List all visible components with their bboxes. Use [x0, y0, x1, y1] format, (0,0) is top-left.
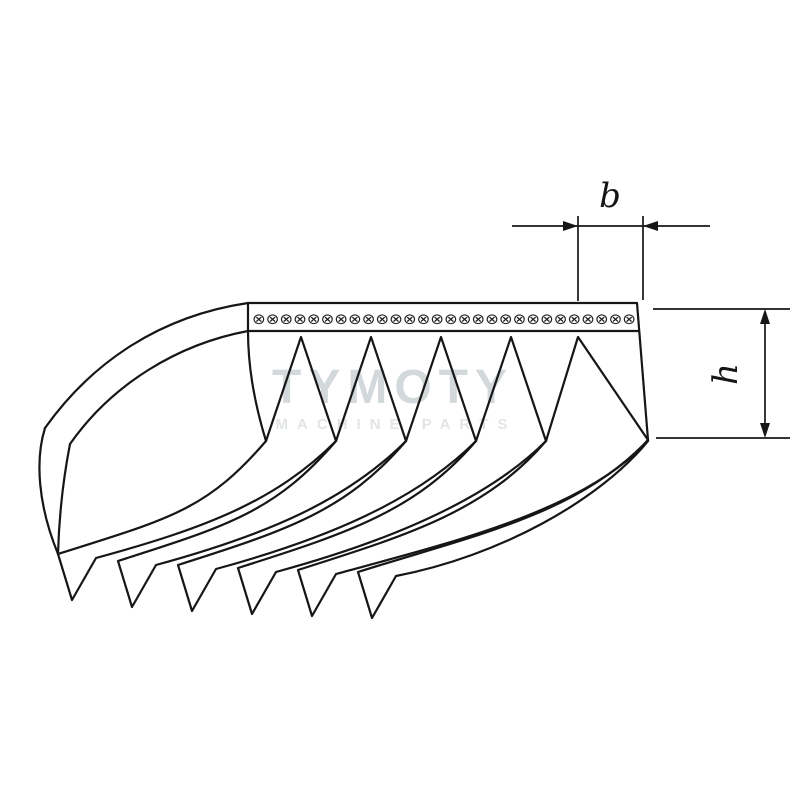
dim-h-label: h [706, 363, 746, 385]
rib-ribbon [116, 439, 408, 609]
belt-left-end-curve [38, 426, 60, 556]
belt-cross-section: ⊗⊗⊗⊗⊗⊗⊗⊗⊗⊗⊗⊗⊗⊗⊗⊗⊗⊗⊗⊗⊗⊗⊗⊗⊗⊗⊗⊗ [246, 301, 650, 443]
dimension-h-group: h [653, 308, 790, 439]
rib-ribbon [176, 439, 478, 613]
belt-band-bottom-curve [68, 329, 250, 446]
rib-ribbon [236, 439, 548, 616]
watermark: TYMOTY MACHINE PARTS [272, 361, 517, 433]
dim-b-arrow-right [643, 221, 658, 231]
dim-b-arrow-left [563, 221, 578, 231]
belt-face-fill [248, 303, 648, 441]
belt-rib-sweep [38, 301, 650, 620]
dim-h-arrow-bottom [760, 423, 770, 438]
belt-top-edge-curve [43, 301, 250, 430]
belt-cross-section-outline [246, 301, 650, 443]
belt-left-end-inner-curve [56, 442, 72, 556]
dimension-b-group: b [512, 176, 710, 301]
watermark-subtitle: MACHINE PARTS [276, 416, 517, 433]
cord-hatch-row: ⊗⊗⊗⊗⊗⊗⊗⊗⊗⊗⊗⊗⊗⊗⊗⊗⊗⊗⊗⊗⊗⊗⊗⊗⊗⊗⊗⊗ [252, 310, 636, 328]
dim-b-label: b [599, 176, 621, 216]
watermark-title: TYMOTY [272, 361, 514, 414]
rib-ribbon [356, 438, 650, 620]
rib-ribbon [56, 439, 338, 602]
dim-h-arrow-top [760, 309, 770, 324]
